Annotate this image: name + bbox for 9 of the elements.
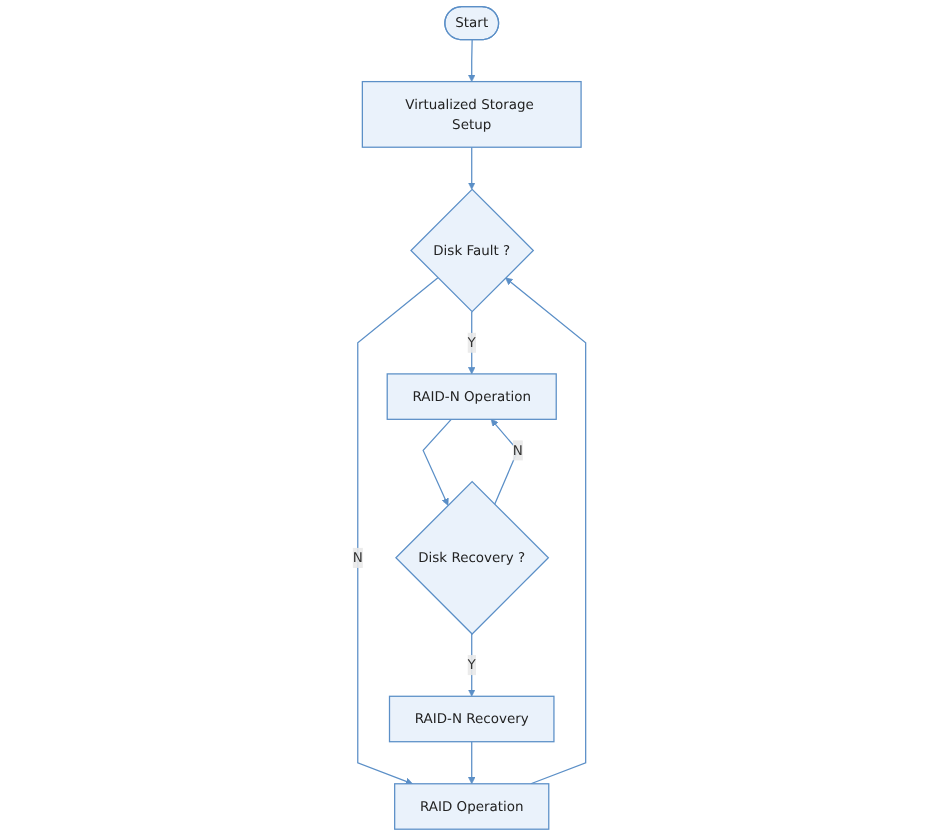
arrow bbox=[491, 419, 520, 506]
arrow bbox=[468, 633, 477, 697]
arrow bbox=[468, 39, 477, 82]
arrow bbox=[468, 146, 477, 190]
arrow bbox=[423, 418, 453, 506]
arrow bbox=[357, 277, 440, 785]
arrow bbox=[505, 277, 588, 785]
arrow bbox=[468, 741, 477, 785]
arrow bbox=[468, 311, 477, 375]
